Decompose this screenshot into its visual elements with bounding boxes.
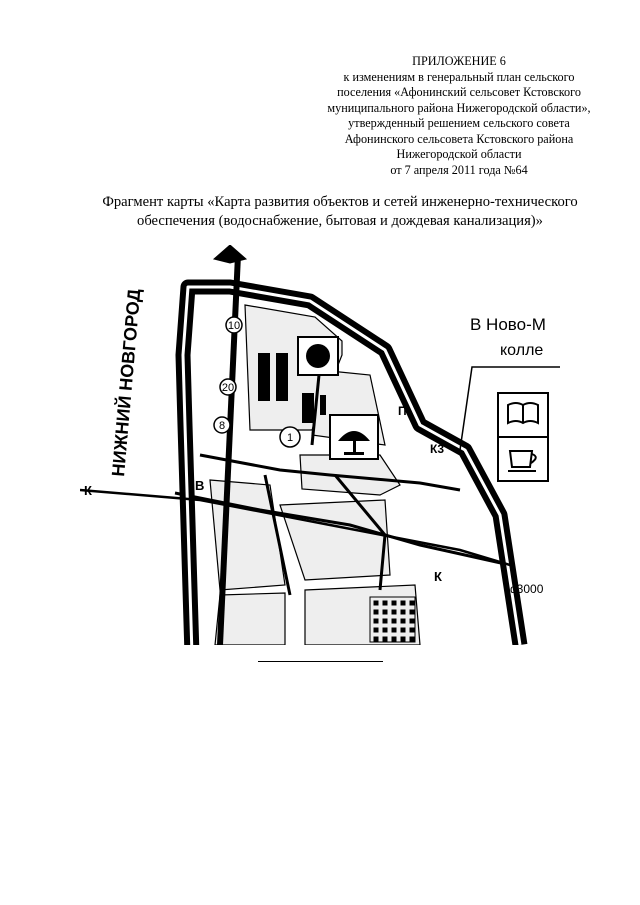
line-marker-k: К	[434, 569, 442, 584]
block	[214, 592, 286, 645]
line-marker-v: В	[195, 478, 204, 493]
numbered-markers: 10 20 8 1	[213, 316, 301, 448]
grid-block	[369, 596, 416, 643]
grid-dot	[409, 609, 415, 615]
grid-dot	[409, 627, 415, 633]
marker-label: 8	[219, 420, 225, 432]
grid-dot	[373, 600, 379, 606]
road	[174, 491, 511, 567]
city-label: НИЖНИЙ НОВГОРОД	[107, 288, 144, 478]
grid-dot	[400, 609, 406, 615]
appendix-line: к изменениям в генеральный план сельског…	[343, 69, 575, 84]
grid-dot	[409, 618, 415, 624]
grid-dot	[373, 609, 379, 615]
line-marker-kz: К3	[430, 442, 444, 456]
sewer-line	[80, 488, 511, 567]
grid-dot	[391, 636, 397, 642]
grid-dot	[391, 618, 397, 624]
appendix-line: Афонинского сельсовета Кстовского района	[344, 131, 574, 146]
building	[302, 393, 314, 423]
map-fragment: 10 20 8 1 НИЖНИЙ НОВГОРОД В Ново-М колле…	[80, 245, 560, 645]
facility-icon	[297, 336, 339, 376]
grid-dot	[373, 636, 379, 642]
grid-dot	[400, 627, 406, 633]
fragment-title-line-1: Фрагмент карты «Карта развития объектов …	[102, 194, 578, 210]
grid-dot	[409, 600, 415, 606]
sewer-line-k	[80, 488, 511, 567]
fragment-title-line-2: обеспечения (водоснабжение, бытовая и до…	[137, 213, 543, 229]
grid-dot	[373, 618, 379, 624]
grid-dot	[391, 600, 397, 606]
direction-label-1: В Ново-М	[470, 315, 546, 334]
appendix-line: поселения «Афонинский сельсовет Кстовско…	[337, 85, 581, 99]
appendix-line: ПРИЛОЖЕНИЕ 6	[412, 54, 506, 68]
callout-line	[459, 366, 560, 451]
appendix-line: утвержденный решением сельского совета	[348, 116, 570, 130]
marker-label: 10	[228, 320, 240, 332]
internal-roads	[174, 364, 511, 596]
boundary-road-inner	[181, 285, 522, 645]
road	[263, 474, 292, 596]
line-marker-k: К	[84, 483, 92, 498]
grid-dot	[382, 618, 388, 624]
road	[199, 453, 461, 492]
grid-dot	[409, 636, 415, 642]
appendix-line: Нижегородской области	[396, 147, 522, 161]
book-icon	[497, 392, 549, 438]
grid-dot	[400, 636, 406, 642]
building	[320, 395, 326, 415]
building	[258, 353, 270, 401]
block	[304, 584, 421, 645]
grid-dot	[391, 627, 397, 633]
grid-dot	[400, 600, 406, 606]
marker-label: 1	[287, 432, 293, 444]
direction-label-2: колле	[500, 342, 543, 359]
grid-dot	[382, 600, 388, 606]
appendix-heading: ПРИЛОЖЕНИЕ 6 к изменениям в генеральный …	[300, 54, 618, 178]
appendix-line: муниципального района Нижегородской обла…	[327, 100, 591, 115]
marker-20: 20	[219, 378, 237, 396]
fragment-title: Фрагмент карты «Карта развития объектов …	[60, 193, 620, 231]
marker-1: 1	[279, 426, 301, 448]
grid-dot	[373, 627, 379, 633]
pipe-label: d3000	[510, 582, 544, 596]
boundary-road	[175, 279, 528, 645]
umbrella-icon	[329, 414, 379, 460]
buildings	[258, 353, 326, 423]
cup-icon	[497, 436, 549, 482]
marker-10: 10	[225, 316, 243, 334]
grid-dot	[400, 618, 406, 624]
marker-8: 8	[213, 416, 231, 434]
arrow-up-icon	[212, 245, 248, 264]
footer-rule	[258, 661, 383, 662]
marker-label: 20	[222, 382, 234, 394]
appendix-line: от 7 апреля 2011 года №64	[390, 162, 528, 177]
grid-dot	[382, 609, 388, 615]
road	[310, 364, 322, 446]
line-marker-p: П	[398, 404, 407, 418]
grid-dot	[382, 627, 388, 633]
grid-dot	[382, 636, 388, 642]
callout-lines	[459, 366, 560, 451]
grid-dot	[391, 609, 397, 615]
building	[276, 353, 288, 401]
